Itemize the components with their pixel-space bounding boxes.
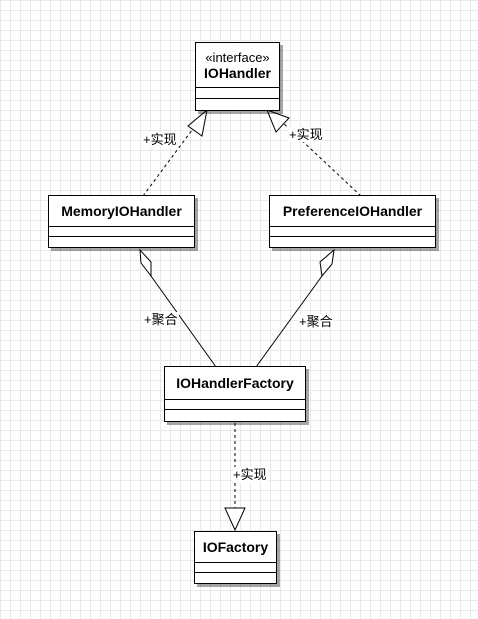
class-header: IOFactory: [195, 532, 276, 563]
preference-aggregation-diamond: [319, 248, 335, 278]
preference-aggregation-line[interactable]: [255, 275, 323, 368]
factory-realization-label: +实现: [232, 467, 268, 482]
memory-aggregation-label: +聚合: [143, 312, 179, 327]
class-io-factory[interactable]: IOFactory: [194, 531, 277, 584]
class-name: IOHandlerFactory: [176, 375, 294, 391]
class-io-handler[interactable]: «interface» IOHandler: [195, 42, 280, 111]
operations-section: [49, 237, 194, 247]
class-header: «interface» IOHandler: [196, 43, 279, 88]
memory-realization-arrowhead: [187, 108, 208, 137]
memory-aggregation-diamond: [139, 248, 152, 278]
class-name: MemoryIOHandler: [61, 203, 182, 219]
operations-section: [196, 99, 279, 110]
class-header: MemoryIOHandler: [49, 196, 194, 227]
class-header: IOHandlerFactory: [165, 367, 305, 400]
class-preference-io-handler[interactable]: PreferenceIOHandler: [269, 195, 436, 248]
memory-realization-label: +实现: [142, 132, 178, 147]
preference-realization-label: +实现: [288, 127, 324, 142]
attributes-section: [270, 227, 435, 237]
preference-realization-arrowhead: [266, 109, 290, 133]
class-name: IOHandler: [204, 64, 271, 81]
operations-section: [195, 573, 276, 583]
class-io-handler-factory[interactable]: IOHandlerFactory: [164, 366, 306, 422]
attributes-section: [196, 88, 279, 99]
operations-section: [165, 410, 305, 421]
class-name: IOFactory: [202, 539, 269, 555]
class-name: PreferenceIOHandler: [282, 203, 423, 219]
interface-stereotype: «interface»: [205, 49, 270, 65]
attributes-section: [195, 563, 276, 573]
attributes-section: [165, 400, 305, 410]
factory-realization-arrowhead: [224, 507, 246, 532]
attributes-section: [49, 227, 194, 237]
preference-aggregation-label: +聚合: [298, 314, 334, 329]
operations-section: [270, 237, 435, 247]
class-memory-io-handler[interactable]: MemoryIOHandler: [48, 195, 195, 248]
class-header: PreferenceIOHandler: [270, 196, 435, 227]
memory-aggregation-line[interactable]: [150, 275, 217, 368]
